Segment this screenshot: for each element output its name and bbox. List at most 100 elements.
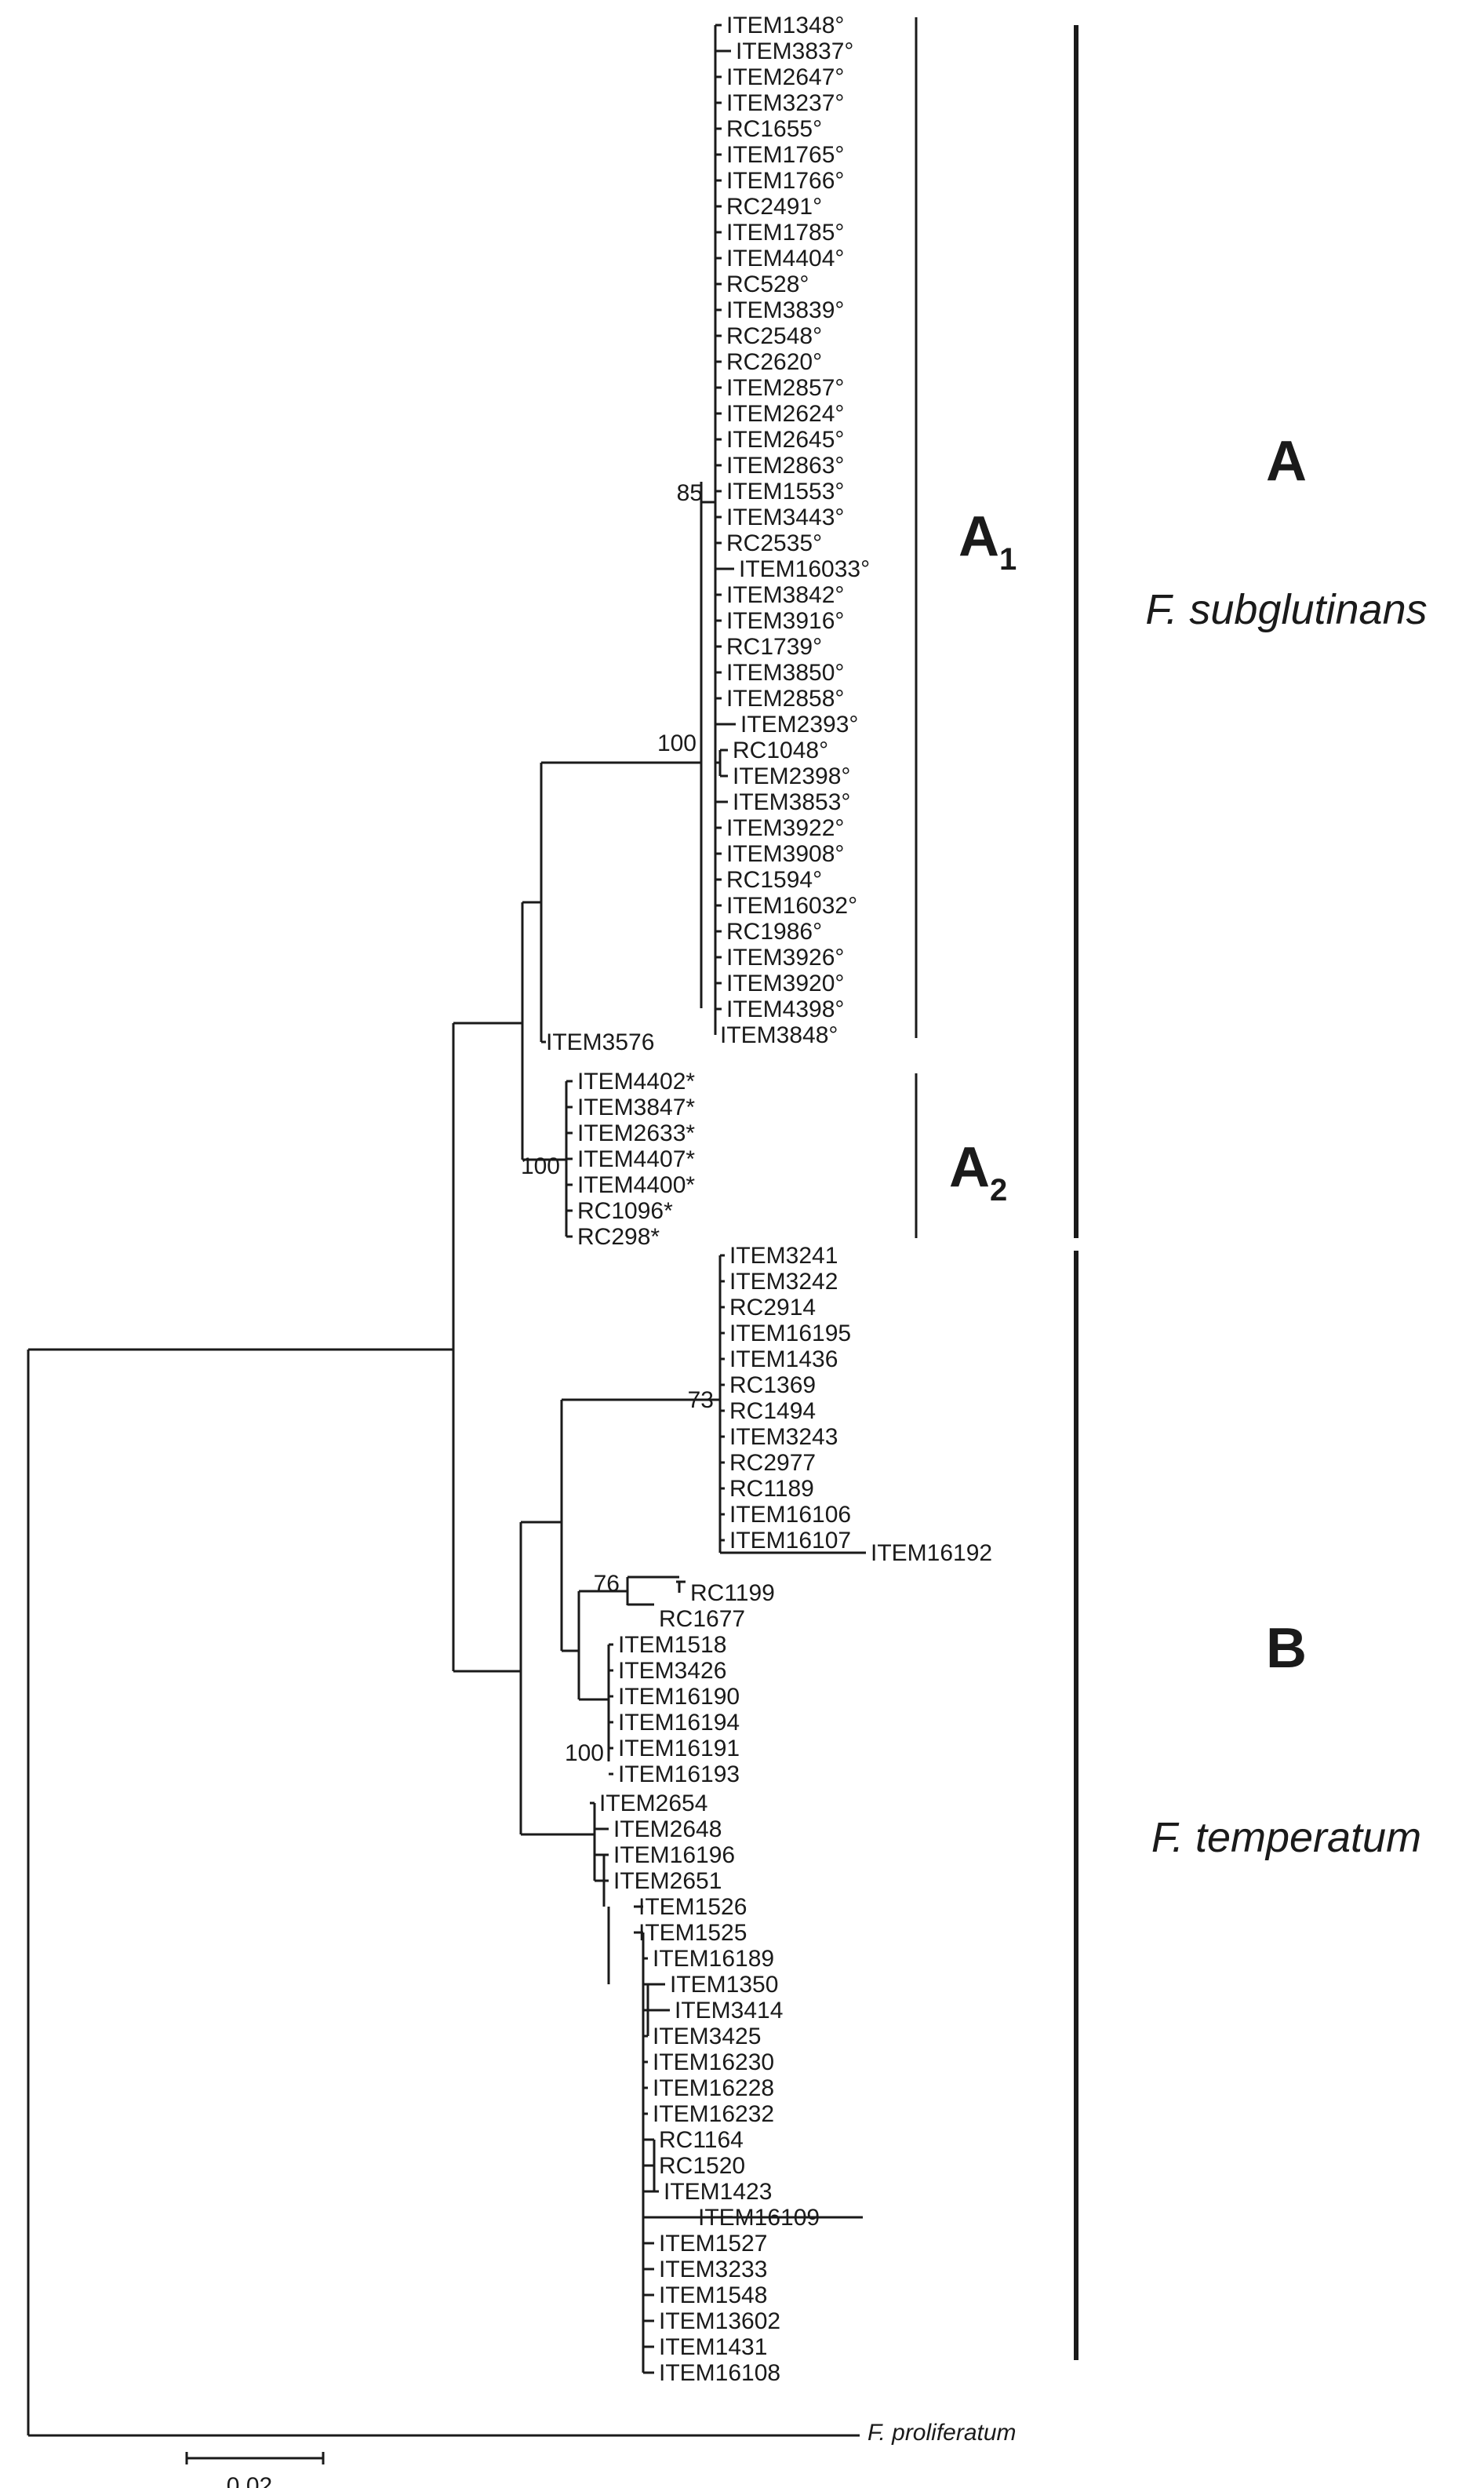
- isolate-label: ITEM1526: [638, 1894, 747, 1920]
- isolate-label: RC1520: [659, 2153, 745, 2179]
- isolate-label: ITEM3242: [729, 1269, 838, 1295]
- isolate-label: ITEM4398°: [726, 996, 844, 1022]
- leaf-labels: ITEM1348°ITEM3837°ITEM2647°ITEM3237°RC16…: [546, 13, 992, 2386]
- isolate-label: ITEM3241: [729, 1243, 838, 1269]
- subclade-a2-subscript: 2: [990, 1173, 1007, 1208]
- isolate-label: ITEM3237°: [726, 90, 844, 116]
- isolate-label: RC1048°: [733, 738, 828, 763]
- isolate-label: ITEM3243: [729, 1424, 838, 1450]
- subclade-a1-subscript: 1: [999, 542, 1017, 577]
- isolate-label: ITEM1350: [670, 1972, 778, 1998]
- isolate-label: ITEM1765°: [726, 142, 844, 168]
- isolate-label: ITEM1527: [659, 2231, 767, 2257]
- isolate-label: RC1986°: [726, 919, 822, 945]
- bootstrap-85: 85: [677, 480, 703, 506]
- isolate-label: ITEM1785°: [726, 220, 844, 246]
- isolate-label: RC1677: [659, 1606, 745, 1632]
- isolate-label: ITEM16195: [729, 1320, 851, 1346]
- isolate-label: ITEM16033°: [739, 556, 870, 582]
- isolate-label: ITEM16232: [653, 2101, 774, 2127]
- isolate-label: ITEM3850°: [726, 660, 844, 686]
- isolate-label: ITEM1348°: [726, 13, 844, 38]
- isolate-label: ITEM2633*: [577, 1120, 695, 1146]
- isolate-label: ITEM3908°: [726, 841, 844, 867]
- bootstrap-100-a1: 100: [657, 730, 697, 756]
- isolate-label: RC1096*: [577, 1198, 673, 1224]
- isolate-label: ITEM16032°: [726, 893, 857, 919]
- isolate-label: ITEM3425: [653, 2024, 761, 2049]
- isolate-label: ITEM2651: [613, 1868, 722, 1894]
- isolate-label: ITEM2645°: [726, 427, 844, 453]
- isolate-label: ITEM4404°: [726, 246, 844, 271]
- isolate-label: RC2620°: [726, 349, 822, 375]
- isolate-label: RC1494: [729, 1398, 816, 1424]
- isolate-label: ITEM4407*: [577, 1146, 695, 1172]
- subclade-a2-label: A2: [949, 1136, 1007, 1208]
- isolate-label: ITEM3916°: [726, 608, 844, 634]
- isolate-label: ITEM16230: [653, 2049, 774, 2075]
- isolate-label: ITEM2648: [613, 1816, 722, 1842]
- isolate-label: ITEM3426: [618, 1658, 726, 1684]
- isolate-label: ITEM2858°: [726, 686, 844, 712]
- bootstrap-100-a2: 100: [521, 1153, 560, 1179]
- isolate-label: ITEM1436: [729, 1346, 838, 1372]
- isolate-label: ITEM16189: [653, 1946, 774, 1972]
- isolate-label: ITEM1518: [618, 1632, 726, 1658]
- isolate-label: ITEM2647°: [726, 64, 844, 90]
- isolate-label: RC2914: [729, 1295, 816, 1320]
- isolate-label: ITEM16191: [618, 1736, 740, 1761]
- isolate-label: RC1199: [690, 1580, 775, 1606]
- isolate-label: RC2977: [729, 1450, 816, 1476]
- bootstrap-values: 85 100 100 73 76 100: [521, 480, 714, 1766]
- isolate-label: ITEM3839°: [726, 297, 844, 323]
- isolate-label: ITEM16193: [618, 1761, 740, 1787]
- isolate-label: ITEM3414: [675, 1998, 783, 2024]
- isolate-label: RC298*: [577, 1224, 660, 1250]
- isolate-label: ITEM16196: [613, 1842, 735, 1868]
- clade-b-label: B: [1266, 1617, 1307, 1680]
- outgroup-label: F. proliferatum: [867, 2420, 1017, 2446]
- tree-branches: [27, 24, 866, 2437]
- isolate-label: RC1369: [729, 1372, 816, 1398]
- subclade-a2-letter: A: [949, 1136, 990, 1199]
- isolate-label: ITEM4402*: [577, 1069, 695, 1095]
- isolate-label: ITEM1525: [638, 1920, 747, 1946]
- isolate-label: ITEM3443°: [726, 505, 844, 530]
- isolate-label: RC1189: [729, 1476, 814, 1502]
- clade-a-label: A: [1266, 430, 1307, 493]
- scale-bar: 0.02: [185, 2452, 325, 2488]
- isolate-label: ITEM3233: [659, 2257, 767, 2282]
- isolate-label: RC1164: [659, 2127, 744, 2153]
- subclade-a1-annotation: A1: [915, 17, 1017, 1038]
- isolate-label: ITEM1553°: [726, 479, 844, 505]
- isolate-label: ITEM1548: [659, 2282, 767, 2308]
- isolate-label: ITEM3853°: [733, 789, 850, 815]
- scale-bar-label: 0.02: [227, 2473, 272, 2488]
- isolate-label: ITEM3576: [546, 1029, 654, 1055]
- isolate-label: ITEM2398°: [733, 763, 850, 789]
- bootstrap-76: 76: [594, 1571, 620, 1597]
- isolate-label: ITEM4400*: [577, 1172, 695, 1198]
- isolate-label: RC1739°: [726, 634, 822, 660]
- isolate-label: ITEM1423: [664, 2179, 772, 2205]
- isolate-label: RC1594°: [726, 867, 822, 893]
- isolate-label: ITEM3842°: [726, 582, 844, 608]
- isolate-label: ITEM16190: [618, 1684, 740, 1710]
- bootstrap-100-b: 100: [565, 1740, 604, 1766]
- isolate-label: ITEM2857°: [726, 375, 844, 401]
- isolate-label: ITEM13602: [659, 2308, 780, 2334]
- bootstrap-73: 73: [688, 1387, 714, 1413]
- subclade-a1-letter: A: [958, 505, 999, 568]
- clade-a-species: F. subglutinans: [1145, 586, 1427, 633]
- isolate-label: ITEM3848°: [720, 1022, 838, 1048]
- subclade-a2-annotation: A2: [915, 1073, 1007, 1238]
- isolate-label: RC528°: [726, 271, 809, 297]
- isolate-label: ITEM16109: [698, 2205, 820, 2231]
- isolate-label: ITEM3922°: [726, 815, 844, 841]
- isolate-label: RC1655°: [726, 116, 822, 142]
- isolate-label: ITEM16228: [653, 2075, 774, 2101]
- isolate-label: ITEM2624°: [726, 401, 844, 427]
- subclade-a1-label: A1: [958, 505, 1017, 577]
- isolate-label: RC2535°: [726, 530, 822, 556]
